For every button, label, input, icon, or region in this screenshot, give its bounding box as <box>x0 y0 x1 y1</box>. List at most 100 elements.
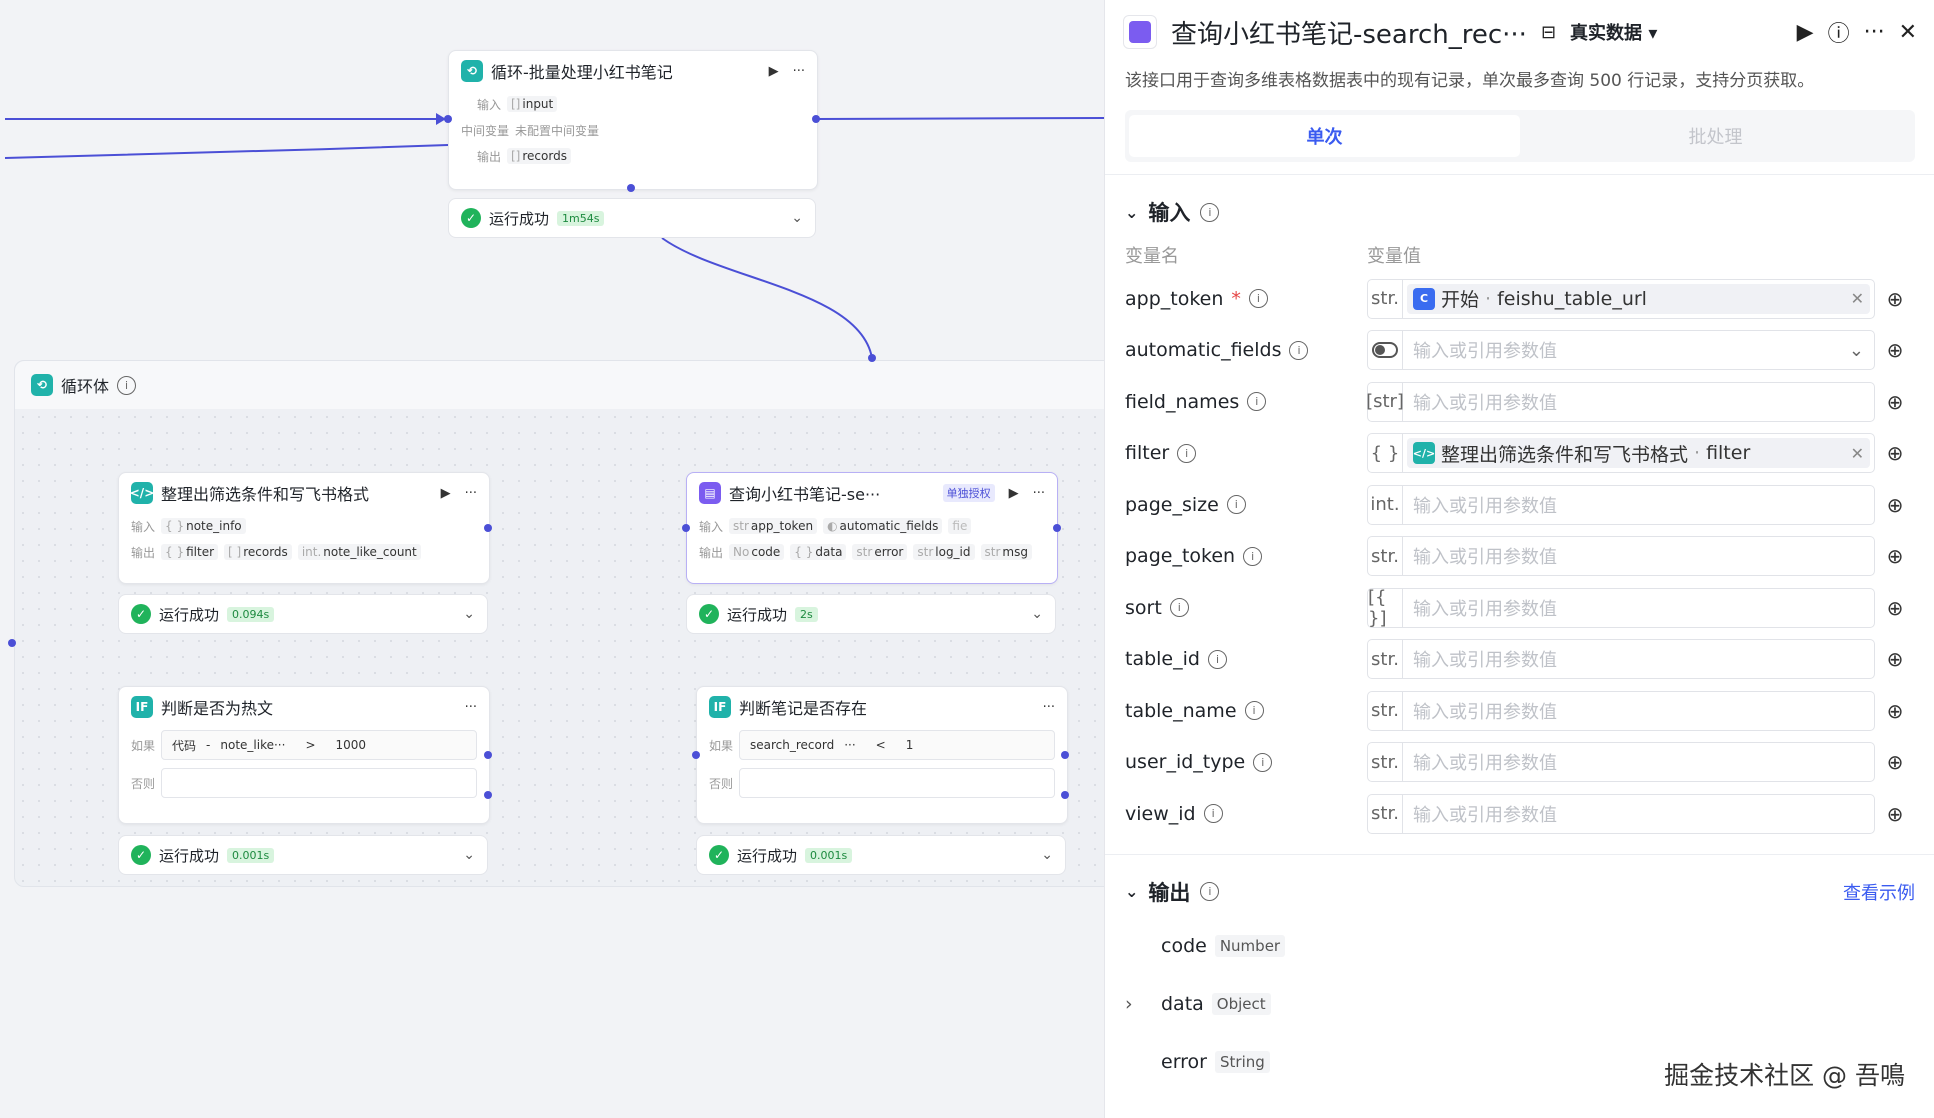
add-reference-icon[interactable]: ⊕ <box>1886 492 1904 517</box>
else-box[interactable] <box>161 768 477 798</box>
condition-box[interactable]: 代码-note_like··· > 1000 <box>161 730 477 760</box>
tab-single[interactable]: 单次 <box>1129 115 1520 157</box>
clear-icon[interactable]: ✕ <box>1850 443 1864 463</box>
port[interactable] <box>1053 524 1061 532</box>
run-icon[interactable]: ▶ <box>1008 485 1019 501</box>
code-node[interactable]: </> 整理出筛选条件和写飞书格式 ▶ ··· 输入{ }note_info 输… <box>118 472 490 584</box>
chevron-down-icon[interactable]: ⌄ <box>1125 202 1139 222</box>
clear-icon[interactable]: ✕ <box>1850 289 1864 309</box>
param-value-table_name[interactable]: str.输入或引用参数值 <box>1367 690 1875 731</box>
port[interactable] <box>627 184 635 192</box>
param-value-filter[interactable]: { }</>整理出筛选条件和写飞书格式·filter✕ <box>1367 433 1875 474</box>
condition-box[interactable]: search_record··· < 1 <box>739 730 1055 760</box>
type-label: { } <box>1368 434 1403 473</box>
chevron-down-icon[interactable]: ⌄ <box>1041 847 1053 863</box>
port[interactable] <box>444 115 452 123</box>
toggle-switch[interactable] <box>1368 331 1403 370</box>
chevron-down-icon[interactable]: ⌄ <box>1125 882 1139 901</box>
workflow-canvas[interactable]: ⟲ 循环-批量处理小红书笔记 ▶ ··· 输入[]input 中间变量未配置中间… <box>0 0 1104 1118</box>
if-exists-node[interactable]: IF 判断笔记是否存在 ··· 如果 search_record··· < 1 … <box>696 686 1068 824</box>
if-hot-node[interactable]: IF 判断是否为热文 ··· 如果 代码-note_like··· > 1000… <box>118 686 490 824</box>
port[interactable] <box>484 524 492 532</box>
table-icon: ▤ <box>699 482 721 504</box>
help-icon[interactable]: ⓘ <box>1827 22 1850 47</box>
code-status[interactable]: ✓ 运行成功 0.094s ⌄ <box>118 594 488 634</box>
view-example-link[interactable]: 查看示例 <box>1843 882 1915 904</box>
port[interactable] <box>692 751 700 759</box>
mode-tabs: 单次 批处理 <box>1125 110 1915 162</box>
more-icon[interactable]: ··· <box>1032 485 1045 501</box>
data-mode-select[interactable]: 真实数据 ▾ <box>1570 23 1658 44</box>
add-reference-icon[interactable]: ⊕ <box>1886 750 1904 775</box>
panel-title: 查询小红书笔记-search_rec··· <box>1171 19 1527 50</box>
add-reference-icon[interactable]: ⊕ <box>1886 698 1904 723</box>
run-icon[interactable]: ▶ <box>768 63 779 79</box>
add-reference-icon[interactable]: ⊕ <box>1886 338 1904 363</box>
chevron-down-icon[interactable]: ⌄ <box>791 210 803 226</box>
tab-batch[interactable]: 批处理 <box>1688 127 1743 148</box>
if-icon: IF <box>131 696 153 718</box>
loop-status[interactable]: ✓ 运行成功 1m54s ⌄ <box>448 198 816 238</box>
else-box[interactable] <box>739 768 1055 798</box>
type-label: str. <box>1368 794 1403 833</box>
more-icon[interactable]: ··· <box>464 485 477 501</box>
port[interactable] <box>868 354 876 362</box>
port[interactable] <box>1061 751 1069 759</box>
chevron-down-icon[interactable]: ⌄ <box>1848 339 1864 361</box>
chevron-down-icon[interactable]: ⌄ <box>1031 606 1043 622</box>
port[interactable] <box>682 524 690 532</box>
chevron-down-icon[interactable]: ⌄ <box>463 606 475 622</box>
if-hot-status[interactable]: ✓ 运行成功 0.001s ⌄ <box>118 835 488 875</box>
chevron-down-icon[interactable]: ⌄ <box>463 847 475 863</box>
port[interactable] <box>812 115 820 123</box>
chevron-right-icon[interactable]: › <box>1125 992 1133 1015</box>
add-reference-icon[interactable]: ⊕ <box>1886 801 1904 826</box>
param-value-page_size[interactable]: int.输入或引用参数值 <box>1367 484 1875 525</box>
reference-chip[interactable]: </>整理出筛选条件和写飞书格式·filter✕ <box>1407 438 1870 469</box>
more-icon[interactable]: ··· <box>792 63 805 79</box>
port[interactable] <box>484 791 492 799</box>
param-value-page_token[interactable]: str.输入或引用参数值 <box>1367 536 1875 577</box>
param-value-sort[interactable]: [{ }]输入或引用参数值 <box>1367 587 1875 629</box>
if-exists-status[interactable]: ✓ 运行成功 0.001s ⌄ <box>696 835 1066 875</box>
port[interactable] <box>8 639 16 647</box>
more-icon[interactable]: ··· <box>1863 19 1885 45</box>
info-icon: i <box>1169 598 1189 618</box>
port[interactable] <box>1061 791 1069 799</box>
add-reference-icon[interactable]: ⊕ <box>1886 647 1904 672</box>
info-icon: i <box>1203 804 1223 824</box>
loop-node[interactable]: ⟲ 循环-批量处理小红书笔记 ▶ ··· 输入[]input 中间变量未配置中间… <box>448 50 818 190</box>
more-icon[interactable]: ··· <box>464 699 477 715</box>
add-reference-icon[interactable]: ⊕ <box>1886 544 1904 569</box>
param-value-automatic_fields[interactable]: 输入或引用参数值⌄ <box>1367 330 1875 371</box>
port[interactable] <box>484 751 492 759</box>
add-reference-icon[interactable]: ⊕ <box>1886 595 1904 620</box>
more-icon[interactable]: ··· <box>1042 699 1055 715</box>
loop-icon: ⟲ <box>461 60 483 82</box>
add-reference-icon[interactable]: ⊕ <box>1886 286 1904 311</box>
param-value-user_id_type[interactable]: str.输入或引用参数值 <box>1367 742 1875 783</box>
output-section-header[interactable]: ⌄ 输出 i 查看示例 <box>1125 880 1915 905</box>
run-icon[interactable]: ▶ <box>1796 19 1814 45</box>
param-value-table_id[interactable]: str.输入或引用参数值 <box>1367 639 1875 680</box>
run-icon[interactable]: ▶ <box>440 485 451 501</box>
param-value-field_names[interactable]: [str]输入或引用参数值 <box>1366 381 1875 422</box>
auth-icon[interactable]: ⊟ <box>1540 21 1557 43</box>
add-reference-icon[interactable]: ⊕ <box>1886 389 1904 414</box>
param-value-view_id[interactable]: str.输入或引用参数值 <box>1367 793 1875 834</box>
add-reference-icon[interactable]: ⊕ <box>1886 441 1904 466</box>
node-icon: </> <box>1413 442 1435 465</box>
query-status[interactable]: ✓ 运行成功 2s ⌄ <box>686 594 1056 634</box>
code-icon: </> <box>130 482 154 504</box>
input-section-header[interactable]: ⌄ 输入 i <box>1105 187 1934 237</box>
watermark: 掘金技术社区 @ 吾鳴 <box>1664 1061 1905 1090</box>
close-icon[interactable]: ✕ <box>1898 19 1917 45</box>
